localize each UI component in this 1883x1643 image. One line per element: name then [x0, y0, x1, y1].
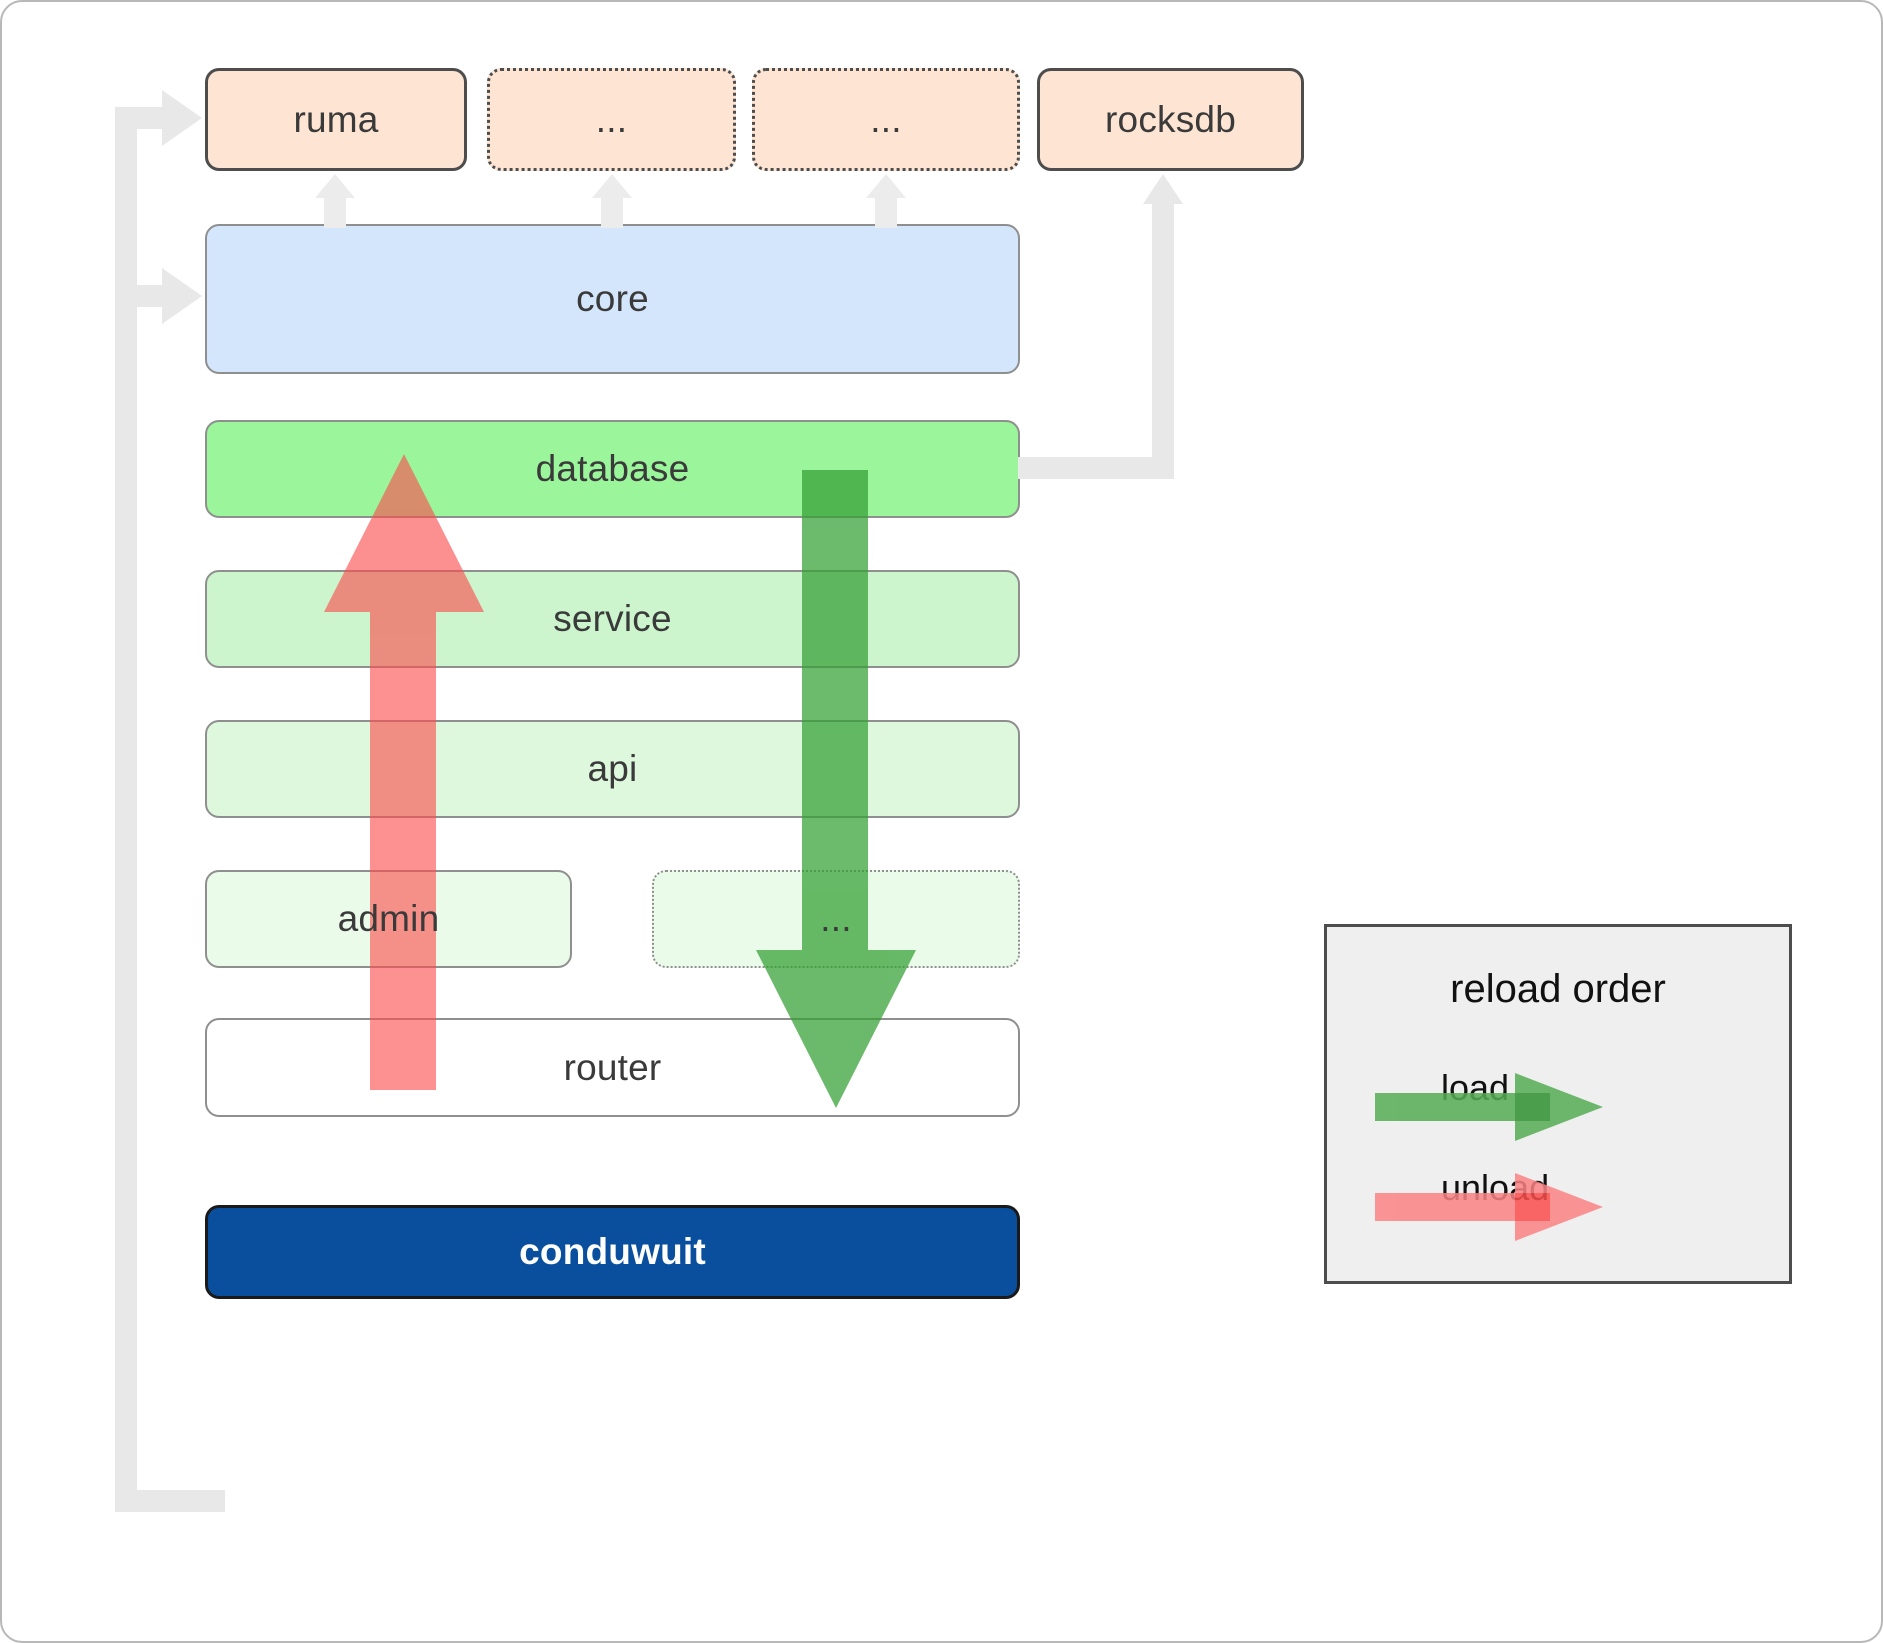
dependency-box-ellipsis-2[interactable]: ...: [752, 68, 1020, 171]
layer-label-ellipsis-3: ...: [820, 898, 852, 939]
legend-panel: reload order load unload: [1324, 924, 1792, 1284]
layer-label-api: api: [587, 748, 638, 789]
connector-branch-core-head: [162, 268, 202, 324]
layer-box-api[interactable]: api: [205, 720, 1020, 818]
layer-label-database: database: [535, 448, 690, 489]
connector-trunk-to-conduwuit: [115, 1490, 225, 1512]
legend-item-load: load: [1375, 1067, 1603, 1141]
connector-core-to-ruma: [315, 174, 355, 228]
binary-label-conduwuit: conduwuit: [519, 1231, 706, 1272]
dependency-label-rocksdb: rocksdb: [1105, 98, 1236, 140]
legend-item-unload: unload: [1375, 1167, 1603, 1241]
connector-core-to-dots1: [592, 174, 632, 228]
dependency-label-ruma: ruma: [293, 98, 379, 140]
dependency-label-ellipsis-1: ...: [595, 98, 628, 140]
layer-label-router: router: [563, 1046, 662, 1088]
dependency-box-ruma[interactable]: ruma: [205, 68, 467, 171]
dependency-label-ellipsis-2: ...: [870, 98, 902, 140]
legend-load-arrow-icon: [1375, 1073, 1603, 1141]
connector-core-to-dots2: [866, 174, 906, 228]
layer-label-service: service: [553, 598, 672, 639]
legend-title: reload order: [1450, 967, 1666, 1011]
connector-branch-ruma-head: [162, 90, 202, 146]
layer-label-admin: admin: [337, 898, 440, 939]
binary-box-conduwuit[interactable]: conduwuit: [205, 1205, 1020, 1299]
legend-unload-arrow-icon: [1375, 1173, 1603, 1241]
dependency-box-rocksdb[interactable]: rocksdb: [1037, 68, 1304, 171]
connector-database-to-rocksdb: [1018, 174, 1183, 479]
connector-trunk-vertical: [115, 112, 137, 1512]
layer-label-core: core: [576, 278, 649, 319]
dependency-box-ellipsis-1[interactable]: ...: [487, 68, 736, 171]
